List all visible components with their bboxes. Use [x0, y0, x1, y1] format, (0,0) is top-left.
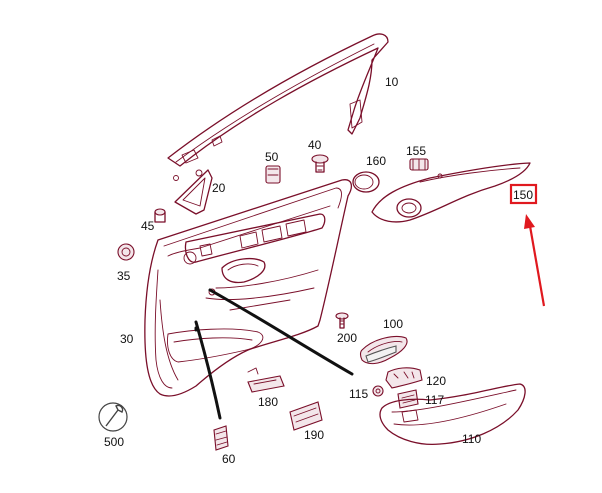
part-160-speaker-grille[interactable]	[352, 171, 380, 193]
part-20-mirror-cover[interactable]	[173, 169, 213, 215]
label-20: 20	[212, 181, 226, 195]
label-110: 110	[462, 432, 481, 446]
part-110-armrest[interactable]	[379, 383, 526, 446]
red-arrow-head	[524, 214, 535, 229]
label-500: 500	[104, 435, 124, 449]
label-160: 160	[366, 154, 386, 168]
label-120: 120	[426, 374, 446, 388]
label-180: 180	[258, 395, 278, 409]
label-45: 45	[141, 219, 155, 233]
part-30-door-panel[interactable]	[144, 179, 353, 397]
part-10-window-trim[interactable]	[167, 33, 389, 167]
part-45-grommet[interactable]	[154, 208, 166, 223]
part-180-bracket[interactable]	[247, 367, 285, 393]
leader-lines	[194, 288, 354, 420]
part-120-trim-piece[interactable]	[385, 367, 423, 389]
part-100-handle-insert[interactable]	[359, 335, 408, 365]
label-200: 200	[337, 331, 357, 345]
part-35-clip[interactable]	[117, 243, 135, 261]
highlight-marker	[509, 183, 546, 307]
part-60-switch-strip[interactable]	[213, 425, 229, 451]
label-35: 35	[117, 269, 131, 283]
part-500-tool-icon	[98, 402, 128, 432]
part-40-fastener[interactable]	[311, 154, 329, 173]
label-117: 117	[425, 393, 444, 407]
part-190-switch-module[interactable]	[289, 401, 323, 431]
part-200-screw[interactable]	[335, 312, 349, 329]
label-155: 155	[406, 144, 426, 158]
label-50: 50	[265, 150, 279, 164]
red-arrow-line	[528, 225, 546, 307]
label-190: 190	[304, 428, 324, 442]
part-50-clip[interactable]	[265, 165, 281, 184]
label-10: 10	[385, 75, 399, 89]
label-100: 100	[383, 317, 403, 331]
part-155-bracket[interactable]	[409, 158, 429, 171]
label-40: 40	[308, 138, 322, 152]
label-60: 60	[222, 452, 236, 466]
label-115: 115	[349, 387, 368, 401]
highlight-box-150	[509, 183, 538, 205]
part-150-upper-trim-panel[interactable]	[371, 162, 531, 223]
part-115-clip[interactable]	[372, 385, 384, 397]
label-30: 30	[120, 332, 134, 346]
label-150: 150	[513, 188, 533, 202]
part-labels: 10 40 155 50 160 20 150 45 35 100 200 30…	[104, 75, 533, 466]
